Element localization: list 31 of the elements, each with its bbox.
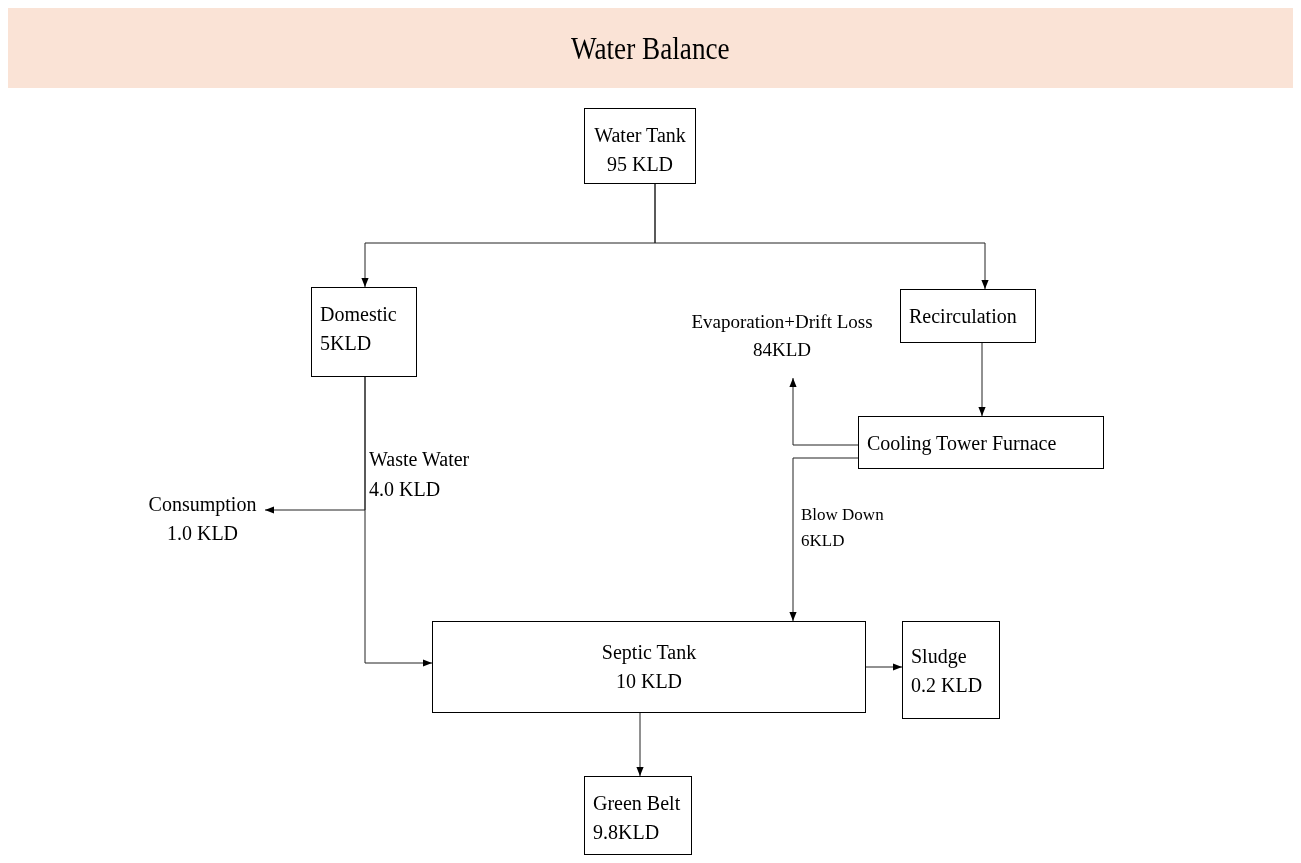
tank-box [584,108,696,184]
arrow [865,663,903,671]
flow-rate: 5KLD [320,331,372,356]
node-title: Domestic [320,302,397,327]
node-title: Evaporation+Drift Loss [691,310,873,334]
arrow [654,183,989,290]
flow-rate: 84KLD [752,337,812,362]
diagram-title: Water Balance [571,32,730,64]
node-title: Septic Tank [601,640,697,666]
tank-box [432,621,866,713]
node-title: Consumption [148,492,257,518]
arrow [636,712,644,777]
arrow [789,457,859,622]
flow-rate: 9.8KLD [593,820,660,845]
process-box [311,287,417,377]
process-box [900,289,1036,343]
output-box [584,776,692,855]
flow-rate: 1.0 KLD [166,521,239,546]
flow-rate: 95 KLD [606,152,674,177]
node-title: Water Tank [594,123,686,148]
output-box [902,621,1000,719]
node-title: Cooling Tower Furnace [867,431,1057,457]
flow-rate: 10 KLD [615,669,683,694]
node-title: Sludge [911,644,967,670]
node-title: Green Belt [593,791,681,816]
arrow [264,376,366,514]
arrow [978,342,986,417]
process-box [858,416,1104,469]
flow-rate: 0.2 KLD [911,673,983,698]
node-title: Recirculation [909,304,1017,329]
arrow [789,377,859,446]
